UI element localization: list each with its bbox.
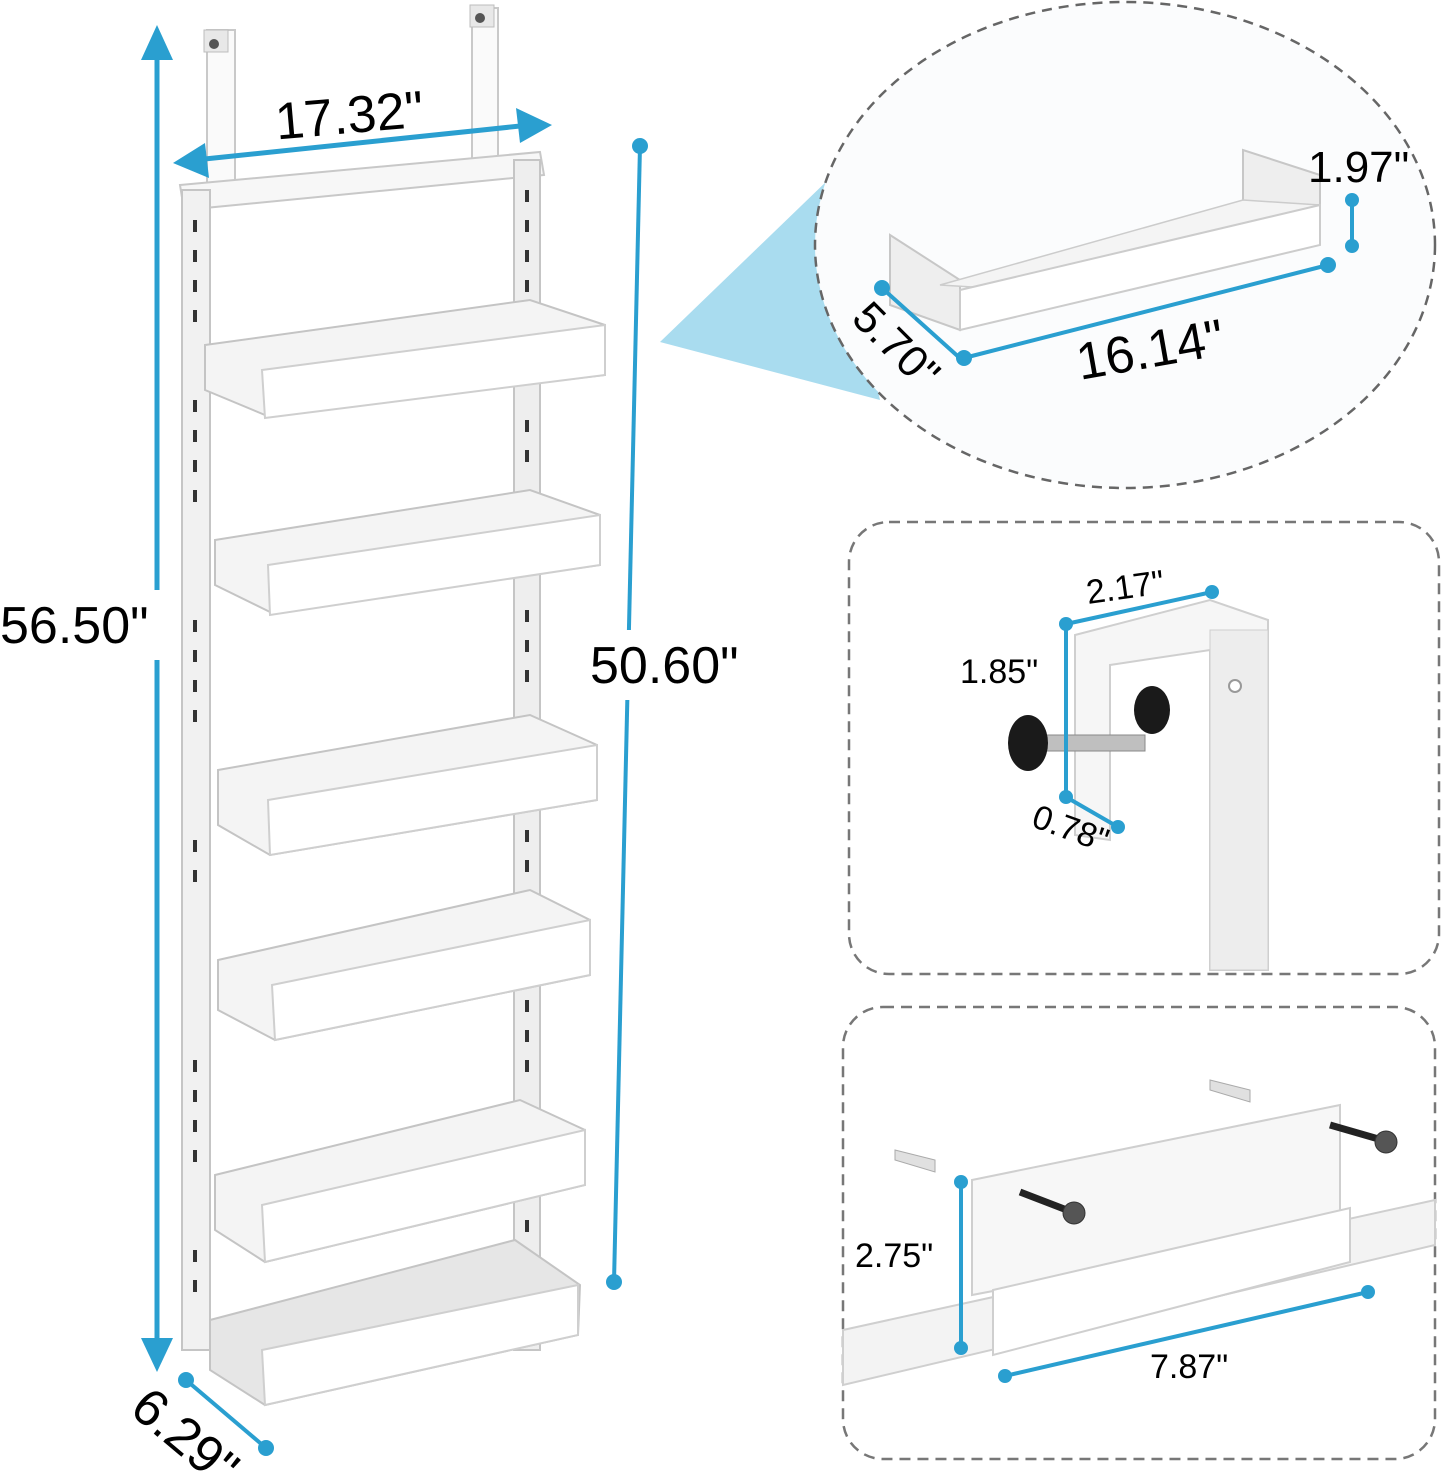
basket-illustration <box>889 148 1321 332</box>
depth-label: 6.29" <box>120 1377 249 1482</box>
door-hook-detail-panel: 2.17" 1.85" 0.78" <box>847 520 1441 976</box>
basket-tier-2 <box>214 488 601 617</box>
wall-bracket-illustration <box>842 1079 1436 1387</box>
basket-tier-3 <box>217 713 598 857</box>
screw-icon <box>1018 1188 1086 1225</box>
bracket-height-label: 2.75" <box>855 1237 933 1275</box>
basket-height-label: 1.97" <box>1308 143 1409 192</box>
arrow-right-icon <box>516 108 552 143</box>
basket-tier-5 <box>214 1098 586 1264</box>
rail-height-label: 50.60" <box>590 637 739 695</box>
top-width-dimension: 17.32" <box>173 81 552 178</box>
overall-height-dimension: 56.50" <box>0 25 173 1372</box>
thumb-screw-pad-icon <box>1134 686 1170 734</box>
wall-anchor-icon <box>1209 1079 1251 1103</box>
bracket-height-dimension: 2.75" <box>855 1175 968 1355</box>
wall-mount-detail-panel: 2.75" 7.87" <box>841 1005 1437 1461</box>
rail-slots <box>193 190 529 1292</box>
bracket-length-dimension: 7.87" <box>998 1285 1375 1386</box>
top-width-label: 17.32" <box>273 81 426 152</box>
door-hook-right <box>469 4 499 179</box>
rail-height-dimension: 50.60" <box>585 138 765 1290</box>
basket-tier-4 <box>217 888 591 1042</box>
hook-height-dimension: 1.85" <box>960 624 1073 804</box>
basket-tier-6 <box>209 1238 582 1407</box>
hook-height-label: 1.85" <box>960 653 1038 691</box>
basket-detail-callout: 1.97" 16.14" 5.70" <box>660 0 1437 490</box>
door-hook-left <box>203 29 236 186</box>
wall-anchor-icon <box>894 1149 936 1173</box>
basket-tier-1 <box>204 298 606 420</box>
bracket-length-label: 7.87" <box>1150 1348 1228 1386</box>
main-rack-view: 56.50" 17.32" 50.60" 6.29" <box>0 4 765 1482</box>
thumb-screw-knob-icon <box>1008 715 1048 771</box>
basket-height-dimension: 1.97" <box>1308 143 1409 253</box>
hook-illustration <box>1008 598 1269 971</box>
screw-icon <box>1329 1121 1398 1154</box>
arrow-left-icon <box>173 143 209 178</box>
arrow-up-icon <box>141 25 173 60</box>
arrow-down-icon <box>141 1338 173 1372</box>
hook-screw-shaft <box>1044 734 1146 752</box>
overall-height-label: 56.50" <box>0 597 149 655</box>
